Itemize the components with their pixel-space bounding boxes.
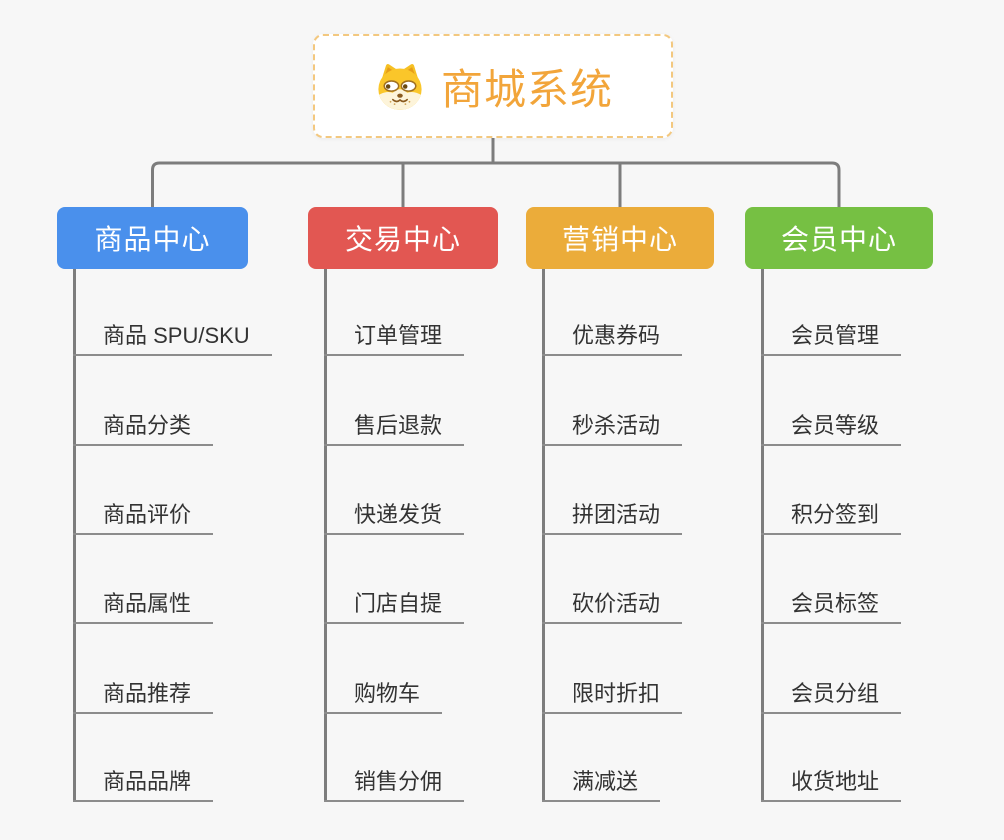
branch-item[interactable]: 会员标签: [761, 588, 902, 624]
branch-header-3[interactable]: 会员中心: [745, 207, 933, 269]
branch-item[interactable]: 砍价活动: [542, 588, 683, 624]
branch-item[interactable]: 积分签到: [761, 499, 902, 535]
branch-item[interactable]: 商品评价: [73, 499, 214, 535]
branch-item[interactable]: 商品推荐: [73, 678, 214, 714]
branch-item[interactable]: 秒杀活动: [542, 410, 683, 446]
branch-item[interactable]: 商品品牌: [73, 766, 214, 802]
branch-item[interactable]: 收货地址: [761, 766, 902, 802]
branch-item[interactable]: 限时折扣: [542, 678, 683, 714]
branch-item[interactable]: 销售分佣: [324, 766, 465, 802]
branch-item[interactable]: 会员管理: [761, 320, 902, 356]
branch-header-label: 商品中心: [94, 224, 211, 255]
branch-item[interactable]: 快递发货: [324, 499, 465, 535]
doge-dog-icon: [378, 63, 422, 110]
branch-item[interactable]: 商品属性: [73, 588, 214, 624]
branch-item[interactable]: 购物车: [324, 678, 443, 714]
root-title: 商城系统: [440, 65, 613, 113]
root-node[interactable]: 商城系统: [313, 34, 673, 138]
branch-item[interactable]: 商品分类: [73, 410, 214, 446]
branch-header-label: 营销中心: [561, 224, 678, 255]
branch-item[interactable]: 会员等级: [761, 410, 902, 446]
branch-item[interactable]: 拼团活动: [542, 499, 683, 535]
branch-item[interactable]: 满减送: [542, 766, 661, 802]
branch-header-0[interactable]: 商品中心: [57, 207, 248, 269]
branch-header-label: 交易中心: [344, 224, 461, 255]
branch-item[interactable]: 售后退款: [324, 410, 465, 446]
branch-item[interactable]: 会员分组: [761, 678, 902, 714]
branch-item[interactable]: 商品 SPU/SKU: [73, 320, 272, 356]
branch-header-2[interactable]: 营销中心: [526, 207, 714, 269]
branch-item[interactable]: 优惠券码: [542, 320, 683, 356]
branch-header-label: 会员中心: [780, 224, 897, 255]
branch-item[interactable]: 订单管理: [324, 320, 465, 356]
branch-item[interactable]: 门店自提: [324, 588, 465, 624]
branch-header-1[interactable]: 交易中心: [308, 207, 498, 269]
